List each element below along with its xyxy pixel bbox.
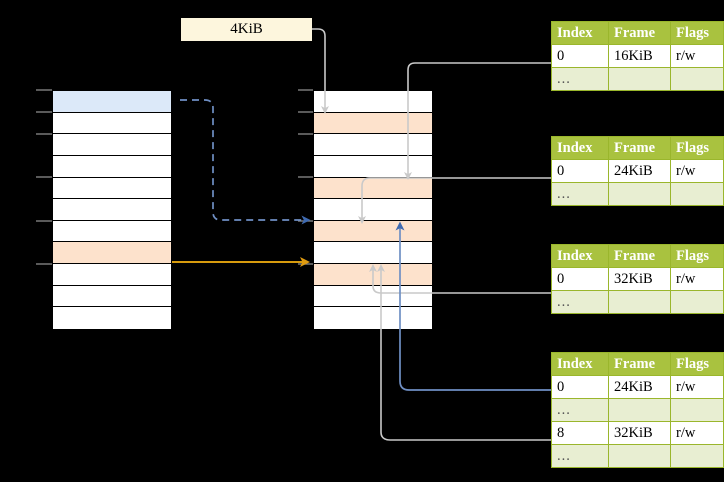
table-header-frame: Frame (608, 244, 671, 268)
table-cell: ... (551, 398, 609, 422)
table-cell: 32KiB (608, 267, 671, 291)
table-cell: 24KiB (608, 375, 671, 399)
virtual-page-row (53, 307, 171, 329)
virtual-page-row (53, 199, 171, 221)
physical-frame-row (314, 91, 432, 113)
table-cell: r/w (670, 421, 724, 445)
table-row: ... (551, 182, 724, 206)
virtual-page-row (53, 112, 171, 135)
table-row: ... (551, 290, 724, 314)
connector-table2-to-frame (358, 177, 551, 224)
physical-frame-row (314, 177, 432, 200)
page-size-label: 4KiB (181, 18, 312, 41)
table-cell (608, 67, 671, 91)
physical-frame-row (314, 112, 432, 135)
connector-virtual-page-to-frame-dashed (180, 99, 311, 225)
table-header-frame: Frame (608, 21, 671, 45)
table-cell: ... (551, 290, 609, 314)
virtual-address-space-column (52, 90, 172, 330)
table-cell: 0 (551, 159, 609, 183)
physical-frame-row (314, 199, 432, 221)
physical-frame-row (314, 242, 432, 264)
physical-frame-row (314, 285, 432, 308)
table-cell (670, 182, 724, 206)
virtual-page-row (53, 177, 171, 200)
connector-pagesize-to-frame (312, 28, 329, 114)
connector-table4-row0-to-frame (395, 221, 551, 391)
table-cell (670, 398, 724, 422)
virtual-page-row (53, 155, 171, 178)
table-cell: 0 (551, 375, 609, 399)
table-cell: ... (551, 67, 609, 91)
physical-frame-row (314, 134, 432, 156)
left-column-tick-marks (36, 89, 52, 265)
table-cell: 0 (551, 267, 609, 291)
table-header-index: Index (551, 136, 609, 160)
virtual-page-row (53, 242, 171, 264)
table-cell (670, 67, 724, 91)
table-cell (670, 444, 724, 468)
virtual-page-row (53, 91, 171, 113)
middle-column-tick-marks (298, 89, 313, 265)
table-header-index: Index (551, 352, 609, 376)
table-cell: r/w (670, 44, 724, 68)
page-size-label-text: 4KiB (230, 21, 263, 37)
connector-table4-row8-to-frame (377, 264, 551, 441)
table-header-index: Index (551, 21, 609, 45)
virtual-page-row (53, 134, 171, 156)
table-cell: 16KiB (608, 44, 671, 68)
physical-frame-row (314, 307, 432, 329)
table-cell: r/w (670, 267, 724, 291)
table-cell: 8 (551, 421, 609, 445)
table-row: ... (551, 67, 724, 91)
table-header-index: Index (551, 244, 609, 268)
table-cell (608, 398, 671, 422)
table-cell (670, 290, 724, 314)
table-cell: 24KiB (608, 159, 671, 183)
table-cell: r/w (670, 375, 724, 399)
table-header-flags: Flags (670, 21, 724, 45)
physical-frame-row (314, 155, 432, 178)
table-header-frame: Frame (608, 352, 671, 376)
table-cell (608, 182, 671, 206)
virtual-page-row (53, 285, 171, 308)
table-row: ... (551, 398, 724, 422)
table-cell (608, 444, 671, 468)
table-row: ... (551, 444, 724, 468)
connector-table1-to-frame (404, 62, 551, 180)
table-header-flags: Flags (670, 352, 724, 376)
physical-memory-column (313, 90, 433, 330)
virtual-page-row (53, 264, 171, 286)
virtual-page-row (53, 220, 171, 243)
table-cell: 32KiB (608, 421, 671, 445)
table-cell: ... (551, 182, 609, 206)
